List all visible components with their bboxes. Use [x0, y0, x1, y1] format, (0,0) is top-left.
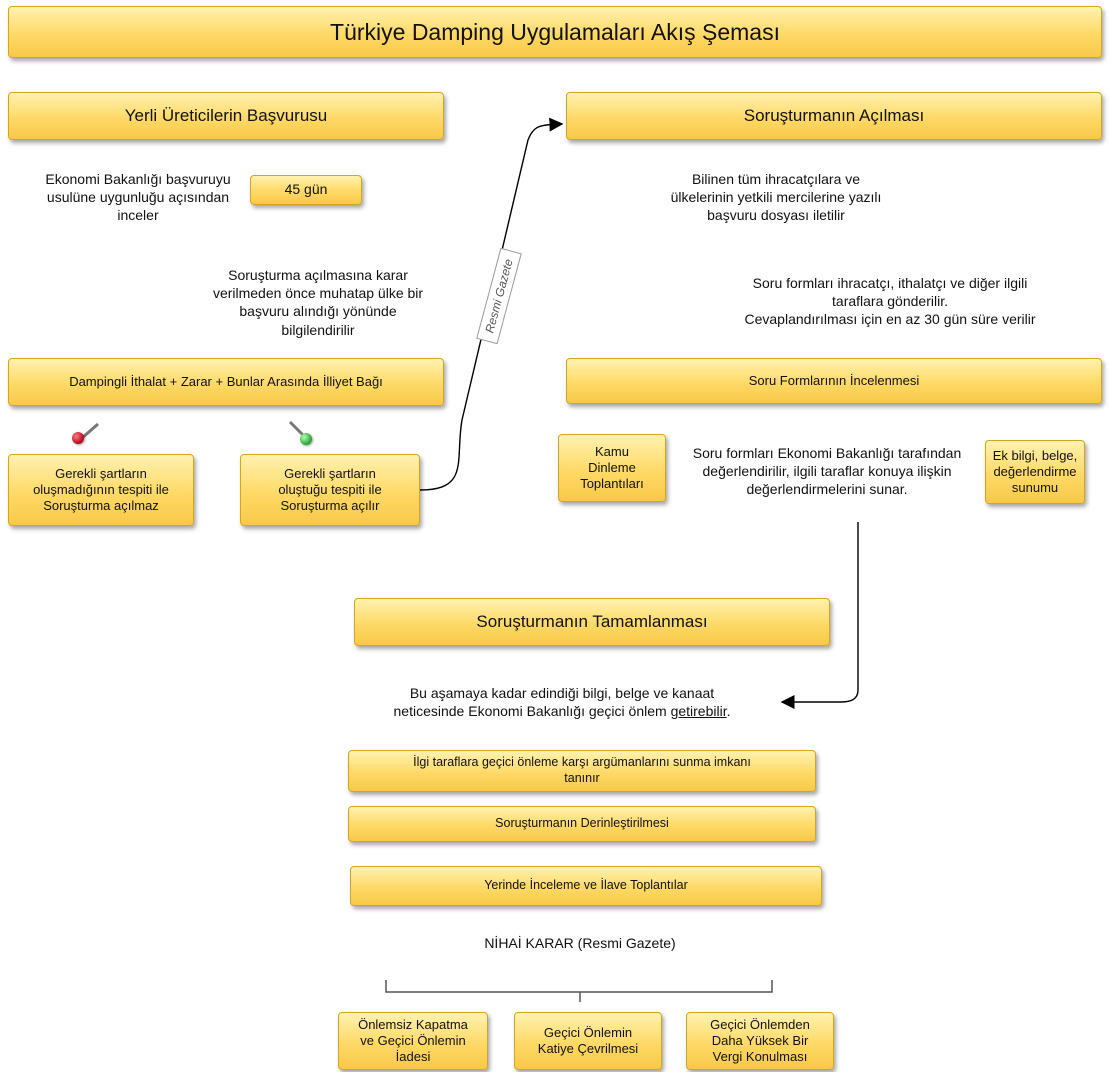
outcome-higher-duty-box: Geçici Önlemden Daha Yüksek Bir Vergi Ko… [686, 1012, 834, 1070]
applicant-heading: Yerli Üreticilerin Başvurusu [8, 92, 444, 140]
notice-text: Soruşturma açılmasına karar verilmeden ö… [212, 267, 424, 338]
outcome-definitive-box: Geçici Önlemin Katiye Çevrilmesi [514, 1012, 662, 1070]
opening-heading: Soruşturmanın Açılması [566, 92, 1102, 140]
green-pin-icon [300, 433, 312, 445]
negative-outcome-box: Gerekli şartların oluşmadığının tespiti … [8, 454, 194, 526]
diagram-title: Türkiye Damping Uygulamaları Akış Şeması [8, 6, 1102, 58]
red-pin-icon [72, 432, 84, 444]
applicant-review-text: Ekonomi Bakanlığı başvuruyu usulüne uygu… [45, 171, 231, 224]
step-onsite-box: Yerinde İnceleme ve İlave Toplantılar [350, 866, 822, 906]
opening-text: Bilinen tüm ihracatçılara ve ülkelerinin… [670, 171, 882, 224]
evaluation-text: Soru formları Ekonomi Bakanlığı tarafınd… [692, 445, 962, 498]
forms-review-box: Soru Formlarının İncelenmesi [566, 358, 1102, 404]
outcome-closure-box: Önlemsiz Kapatma ve Geçici Önlemin İades… [338, 1012, 488, 1070]
connector-label: Resmi Gazete [476, 247, 522, 345]
extra-info-box: Ek bilgi, belge, değerlendirme sunumu [985, 440, 1085, 504]
forms-text: Soru formları ihracatçı, ithalatçı ve di… [744, 275, 1036, 328]
days-badge: 45 gün [250, 175, 362, 205]
public-hearing-box: Kamu Dinleme Toplantıları [558, 434, 666, 502]
final-decision-label: NİHAİ KARAR (Resmi Gazete) [484, 935, 676, 951]
step-argument-box: İlgi taraflara geçici önleme karşı argüm… [348, 750, 816, 792]
positive-outcome-box: Gerekli şartların oluştuğu tespiti ile S… [240, 454, 420, 526]
step-deepening-box: Soruşturmanın Derinleştirilmesi [348, 806, 816, 842]
completion-text: Bu aşamaya kadar edindiği bilgi, belge v… [393, 685, 731, 720]
outcome-bracket [385, 980, 773, 993]
completion-heading: Soruşturmanın Tamamlanması [354, 598, 830, 646]
criteria-box: Dampingli İthalat + Zarar + Bunlar Arası… [8, 358, 444, 406]
